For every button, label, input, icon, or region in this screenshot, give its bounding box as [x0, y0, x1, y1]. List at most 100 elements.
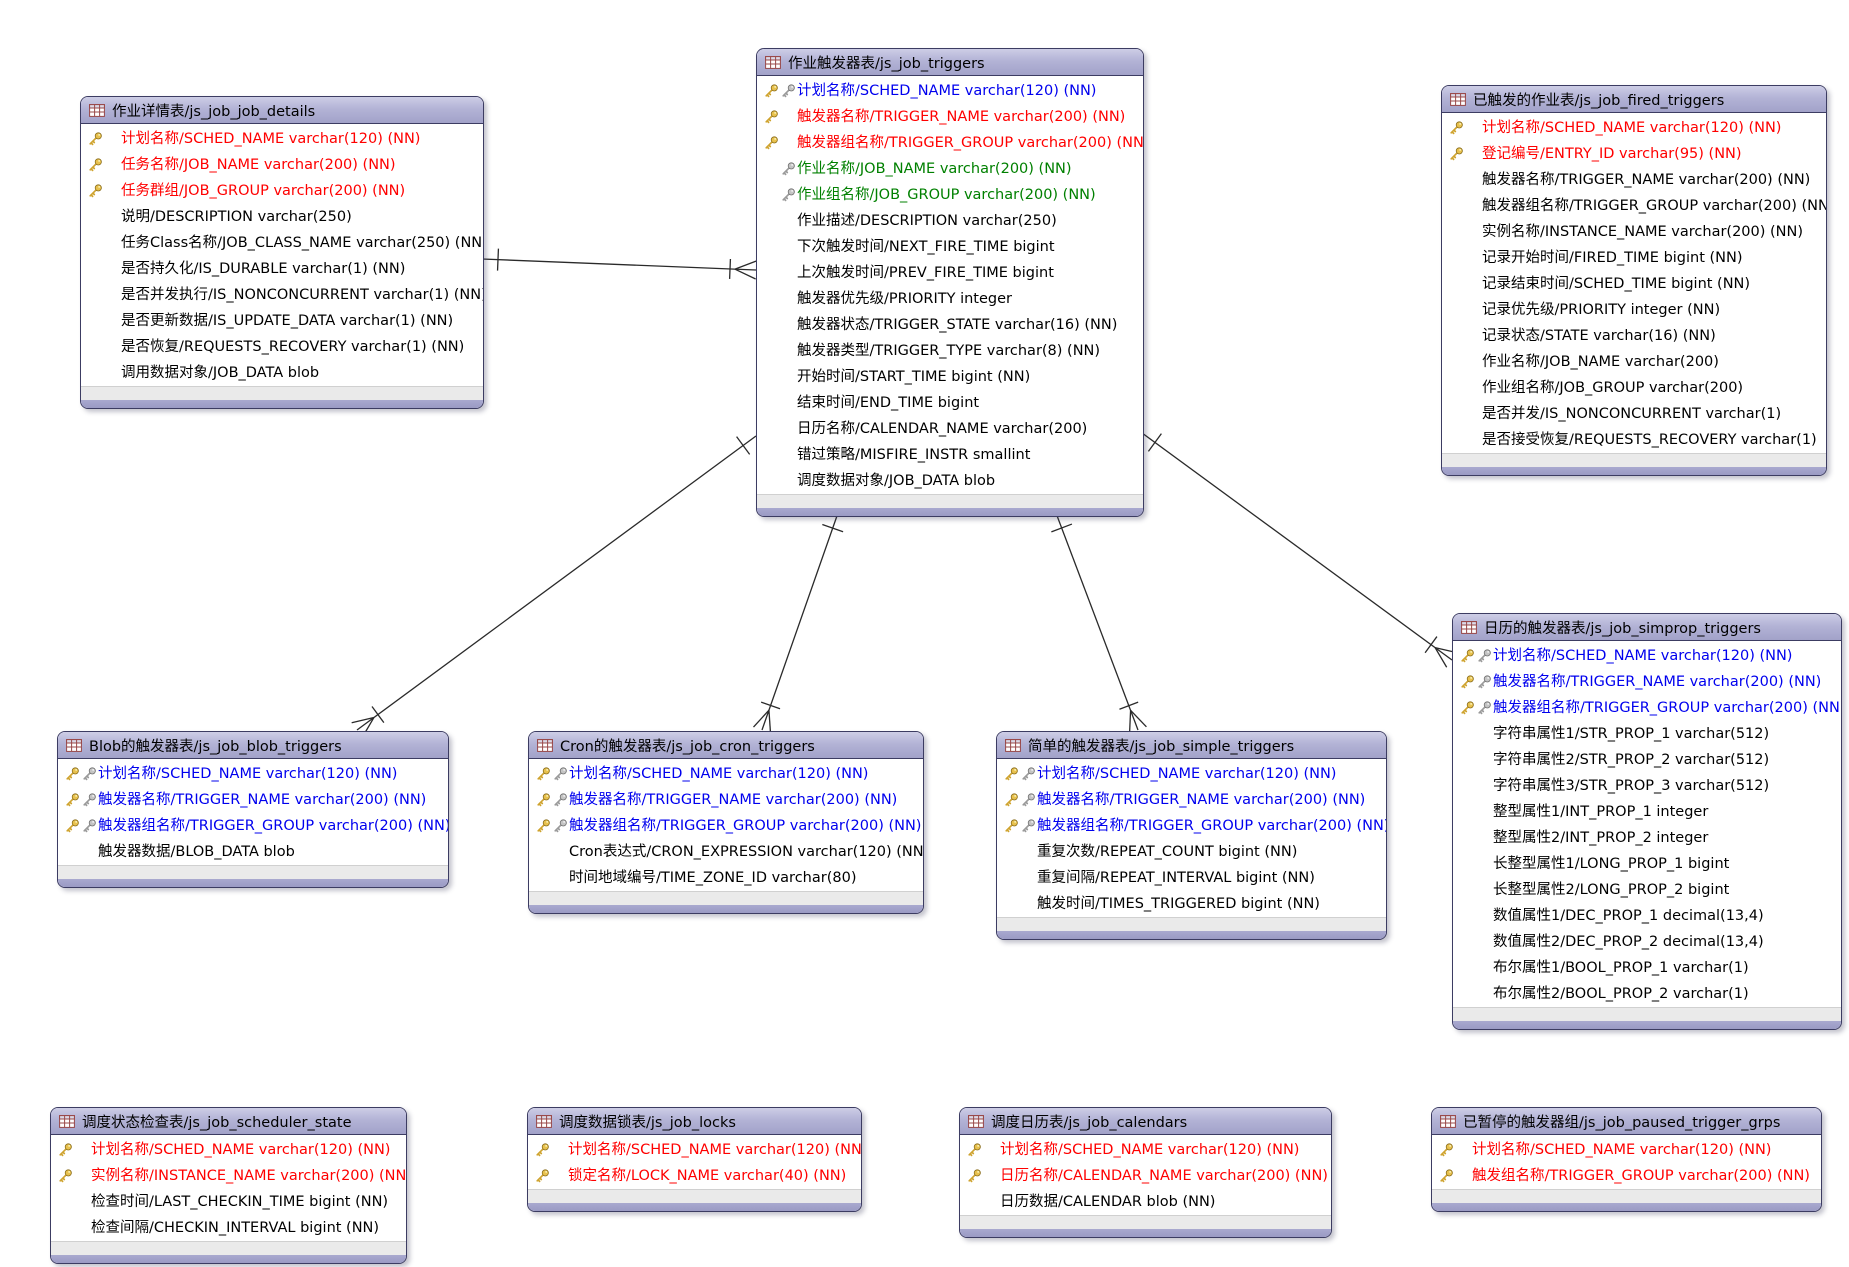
field-row[interactable]: 触发器名称/TRIGGER_NAME varchar(200) (NN) [997, 787, 1386, 813]
field-row[interactable]: 记录结束时间/SCHED_TIME bigint (NN) [1442, 271, 1826, 297]
field-row[interactable]: 触发器名称/TRIGGER_NAME varchar(200) (NN) [1442, 167, 1826, 193]
field-row[interactable]: 字符串属性1/STR_PROP_1 varchar(512) [1453, 721, 1841, 747]
field-row[interactable]: 作业名称/JOB_NAME varchar(200) (NN) [757, 156, 1143, 182]
field-row[interactable]: 触发器名称/TRIGGER_NAME varchar(200) (NN) [757, 104, 1143, 130]
relationship-triggers-to-simple[interactable] [1051, 512, 1147, 734]
field-row[interactable]: 布尔属性2/BOOL_PROP_2 varchar(1) [1453, 981, 1841, 1007]
field-row[interactable]: 长整型属性1/LONG_PROP_1 bigint [1453, 851, 1841, 877]
field-row[interactable]: 作业描述/DESCRIPTION varchar(250) [757, 208, 1143, 234]
field-row[interactable]: 触发器类型/TRIGGER_TYPE varchar(8) (NN) [757, 338, 1143, 364]
field-row[interactable]: 字符串属性3/STR_PROP_3 varchar(512) [1453, 773, 1841, 799]
field-row[interactable]: 触发器组名称/TRIGGER_GROUP varchar(200) (NN) [757, 130, 1143, 156]
field-row[interactable]: 错过策略/MISFIRE_INSTR smallint [757, 442, 1143, 468]
field-row[interactable]: 日历名称/CALENDAR_NAME varchar(200) [757, 416, 1143, 442]
field-row[interactable]: 锁定名称/LOCK_NAME varchar(40) (NN) [528, 1163, 861, 1189]
field-row[interactable]: 记录优先级/PRIORITY integer (NN) [1442, 297, 1826, 323]
field-row[interactable]: 是否并发/IS_NONCONCURRENT varchar(1) [1442, 401, 1826, 427]
field-row[interactable]: 任务Class名称/JOB_CLASS_NAME varchar(250) (N… [81, 230, 483, 256]
field-row[interactable]: 触发器组名称/TRIGGER_GROUP varchar(200) (NN) [1442, 193, 1826, 219]
field-row[interactable]: 是否更新数据/IS_UPDATE_DATA varchar(1) (NN) [81, 308, 483, 334]
field-row[interactable]: Cron表达式/CRON_EXPRESSION varchar(120) (NN… [529, 839, 923, 865]
field-row[interactable]: 触发器组名称/TRIGGER_GROUP varchar(200) (NN) [997, 813, 1386, 839]
field-row[interactable]: 实例名称/INSTANCE_NAME varchar(200) (NN) [1442, 219, 1826, 245]
field-row[interactable]: 触发组名称/TRIGGER_GROUP varchar(200) (NN) [1432, 1163, 1821, 1189]
field-row[interactable]: 触发时间/TIMES_TRIGGERED bigint (NN) [997, 891, 1386, 917]
field-row[interactable]: 触发器组名称/TRIGGER_GROUP varchar(200) (NN) [529, 813, 923, 839]
field-row[interactable]: 说明/DESCRIPTION varchar(250) [81, 204, 483, 230]
field-row[interactable]: 触发器组名称/TRIGGER_GROUP varchar(200) (NN) [1453, 695, 1841, 721]
field-row[interactable]: 计划名称/SCHED_NAME varchar(120) (NN) [1453, 643, 1841, 669]
table-header[interactable]: 简单的触发器表/js_job_simple_triggers [997, 732, 1386, 759]
field-row[interactable]: 是否接受恢复/REQUESTS_RECOVERY varchar(1) [1442, 427, 1826, 453]
field-row[interactable]: 日历名称/CALENDAR_NAME varchar(200) (NN) [960, 1163, 1331, 1189]
field-row[interactable]: 布尔属性1/BOOL_PROP_1 varchar(1) [1453, 955, 1841, 981]
field-row[interactable]: 整型属性2/INT_PROP_2 integer [1453, 825, 1841, 851]
field-row[interactable]: 开始时间/START_TIME bigint (NN) [757, 364, 1143, 390]
field-row[interactable]: 数值属性1/DEC_PROP_1 decimal(13,4) [1453, 903, 1841, 929]
field-row[interactable]: 计划名称/SCHED_NAME varchar(120) (NN) [1442, 115, 1826, 141]
field-row[interactable]: 检查间隔/CHECKIN_INTERVAL bigint (NN) [51, 1215, 406, 1241]
field-row[interactable]: 上次触发时间/PREV_FIRE_TIME bigint [757, 260, 1143, 286]
field-row[interactable]: 长整型属性2/LONG_PROP_2 bigint [1453, 877, 1841, 903]
field-row[interactable]: 计划名称/SCHED_NAME varchar(120) (NN) [529, 761, 923, 787]
field-row[interactable]: 任务名称/JOB_NAME varchar(200) (NN) [81, 152, 483, 178]
field-row[interactable]: 触发器状态/TRIGGER_STATE varchar(16) (NN) [757, 312, 1143, 338]
field-row[interactable]: 计划名称/SCHED_NAME varchar(120) (NN) [757, 78, 1143, 104]
table-header[interactable]: 已触发的作业表/js_job_fired_triggers [1442, 86, 1826, 113]
field-row[interactable]: 触发器优先级/PRIORITY integer [757, 286, 1143, 312]
field-row[interactable]: 日历数据/CALENDAR blob (NN) [960, 1189, 1331, 1215]
field-row[interactable]: 作业组名称/JOB_GROUP varchar(200) [1442, 375, 1826, 401]
field-row[interactable]: 计划名称/SCHED_NAME varchar(120) (NN) [997, 761, 1386, 787]
table-header[interactable]: Blob的触发器表/js_job_blob_triggers [58, 732, 448, 759]
field-row[interactable]: 触发器名称/TRIGGER_NAME varchar(200) (NN) [1453, 669, 1841, 695]
field-row[interactable]: 字符串属性2/STR_PROP_2 varchar(512) [1453, 747, 1841, 773]
table-header[interactable]: 日历的触发器表/js_job_simprop_triggers [1453, 614, 1841, 641]
field-row[interactable]: 作业组名称/JOB_GROUP varchar(200) (NN) [757, 182, 1143, 208]
field-row[interactable]: 计划名称/SCHED_NAME varchar(120) (NN) [51, 1137, 406, 1163]
field-row[interactable]: 触发器名称/TRIGGER_NAME varchar(200) (NN) [529, 787, 923, 813]
field-row[interactable]: 任务群组/JOB_GROUP varchar(200) (NN) [81, 178, 483, 204]
field-row[interactable]: 下次触发时间/NEXT_FIRE_TIME bigint [757, 234, 1143, 260]
table-header[interactable]: 调度数据锁表/js_job_locks [528, 1108, 861, 1135]
field-row[interactable]: 数值属性2/DEC_PROP_2 decimal(13,4) [1453, 929, 1841, 955]
field-row[interactable]: 触发器名称/TRIGGER_NAME varchar(200) (NN) [58, 787, 448, 813]
field-row[interactable]: 时间地域编号/TIME_ZONE_ID varchar(80) [529, 865, 923, 891]
table-header[interactable]: 调度状态检查表/js_job_scheduler_state [51, 1108, 406, 1135]
relationship-triggers-to-simprop[interactable] [1141, 432, 1458, 668]
field-row[interactable]: 计划名称/SCHED_NAME varchar(120) (NN) [1432, 1137, 1821, 1163]
table-header[interactable]: 已暂停的触发器组/js_job_paused_trigger_grps [1432, 1108, 1821, 1135]
field-row[interactable]: 结束时间/END_TIME bigint [757, 390, 1143, 416]
field-row[interactable]: 记录开始时间/FIRED_TIME bigint (NN) [1442, 245, 1826, 271]
field-row[interactable]: 触发器组名称/TRIGGER_GROUP varchar(200) (NN) [58, 813, 448, 839]
field-row[interactable]: 计划名称/SCHED_NAME varchar(120) (NN) [58, 761, 448, 787]
relationship-details-to-triggers[interactable] [481, 248, 757, 280]
field-row[interactable]: 是否并发执行/IS_NONCONCURRENT varchar(1) (NN) [81, 282, 483, 308]
field-row[interactable]: 实例名称/INSTANCE_NAME varchar(200) (NN) [51, 1163, 406, 1189]
relationship-triggers-to-blob[interactable] [351, 435, 757, 738]
field-row[interactable]: 触发器数据/BLOB_DATA blob [58, 839, 448, 865]
field-row[interactable]: 计划名称/SCHED_NAME varchar(120) (NN) [960, 1137, 1331, 1163]
table-header[interactable]: 作业触发器表/js_job_triggers [757, 49, 1143, 76]
field-row[interactable]: 整型属性1/INT_PROP_1 integer [1453, 799, 1841, 825]
field-row[interactable]: 检查时间/LAST_CHECKIN_TIME bigint (NN) [51, 1189, 406, 1215]
field-row[interactable]: 调用数据对象/JOB_DATA blob [81, 360, 483, 386]
field-row[interactable]: 是否持久化/IS_DURABLE varchar(1) (NN) [81, 256, 483, 282]
field-row[interactable]: 登记编号/ENTRY_ID varchar(95) (NN) [1442, 141, 1826, 167]
field-row[interactable]: 是否恢复/REQUESTS_RECOVERY varchar(1) (NN) [81, 334, 483, 360]
relationship-triggers-to-cron[interactable] [753, 512, 844, 734]
field-row[interactable]: 计划名称/SCHED_NAME varchar(120) (NN) [528, 1137, 861, 1163]
field-row[interactable]: 作业名称/JOB_NAME varchar(200) [1442, 349, 1826, 375]
table-header[interactable]: 调度日历表/js_job_calendars [960, 1108, 1331, 1135]
field-row[interactable]: 调度数据对象/JOB_DATA blob [757, 468, 1143, 494]
